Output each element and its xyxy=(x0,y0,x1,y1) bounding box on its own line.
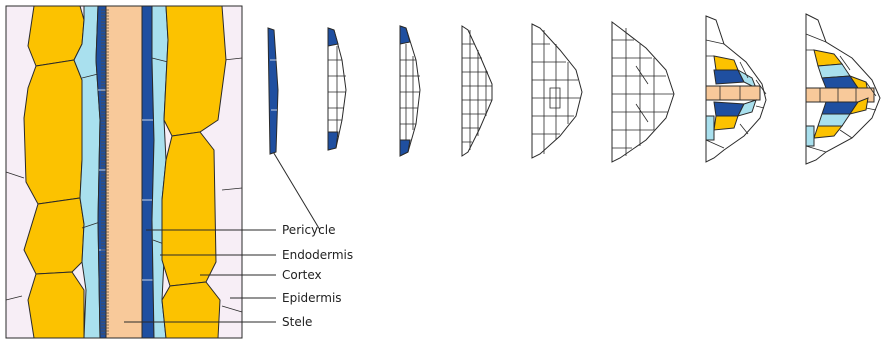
cortex-cells-left xyxy=(24,6,84,338)
pericycle-leader xyxy=(272,150,320,230)
pericycle-label: Pericycle xyxy=(282,223,335,237)
stage-1 xyxy=(268,28,278,154)
stage-7 xyxy=(706,16,766,162)
stage-4 xyxy=(462,26,492,156)
stele xyxy=(106,6,142,338)
stage-5 xyxy=(532,24,582,158)
endodermis-label: Endodermis xyxy=(282,248,353,262)
cortex-label: Cortex xyxy=(282,268,322,282)
stage-8 xyxy=(806,14,880,164)
epidermis-label: Epidermis xyxy=(282,291,342,305)
stage-2 xyxy=(328,28,346,150)
stage-3 xyxy=(400,26,420,156)
root-section xyxy=(6,6,242,338)
stage-6 xyxy=(612,22,674,162)
labels: Pericycle Endodermis Cortex Epidermis St… xyxy=(282,223,353,329)
stele-label: Stele xyxy=(282,315,312,329)
